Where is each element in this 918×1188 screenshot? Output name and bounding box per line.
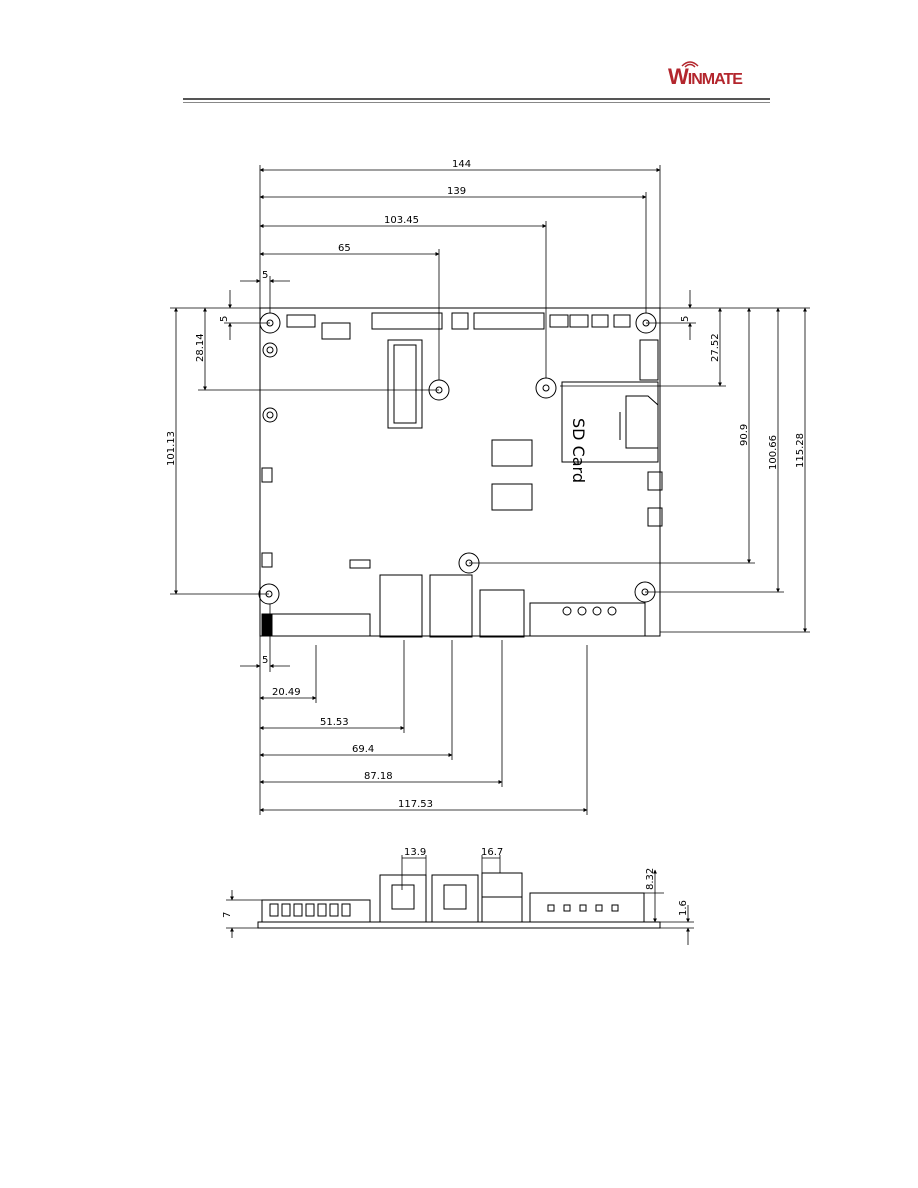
dim-144: 144 <box>452 159 471 170</box>
dim-103-45: 103.45 <box>384 215 419 226</box>
dim-20-49: 20.49 <box>272 687 301 698</box>
dim-7: 7 <box>222 912 233 918</box>
dim-65: 65 <box>338 243 351 254</box>
dim-101-13: 101.13 <box>166 431 177 466</box>
dim-28-14: 28.14 <box>195 333 206 362</box>
dim-5-bottom: 5 <box>262 655 268 666</box>
board-outline <box>259 307 661 637</box>
dim-5-left: 5 <box>219 316 230 322</box>
dim-117-53: 117.53 <box>398 799 433 810</box>
dim-51-53: 51.53 <box>320 717 349 728</box>
dim-69-4: 69.4 <box>352 744 374 755</box>
mounting-holes <box>258 312 657 605</box>
dim-5-right: 5 <box>680 316 691 322</box>
dimension-labels: 144 139 103.45 65 5 5 20.49 51.53 69.4 8… <box>166 159 806 918</box>
chip-blocks <box>491 439 533 511</box>
wireless-icon <box>681 61 699 68</box>
dim-13-9: 13.9 <box>404 847 426 858</box>
dim-8-32: 8.32 <box>645 868 656 890</box>
sd-card-slot <box>561 381 659 463</box>
winmate-logo: WINMATE <box>668 58 768 94</box>
dim-87-18: 87.18 <box>364 771 393 782</box>
dimension-lines <box>170 165 810 815</box>
dim-100-66: 100.66 <box>768 435 779 470</box>
dim-5-top: 5 <box>262 270 268 281</box>
dim-1-6: 1.6 <box>678 900 689 916</box>
top-connectors <box>286 312 659 429</box>
dim-27-52: 27.52 <box>710 333 721 362</box>
dim-90-9: 90.9 <box>739 424 750 446</box>
dim-115-28: 115.28 <box>795 433 806 468</box>
dim-139: 139 <box>447 186 466 197</box>
bottom-io <box>261 574 646 638</box>
side-connectors <box>261 467 663 569</box>
side-view <box>257 872 661 929</box>
dim-16-7: 16.7 <box>481 847 503 858</box>
side-dimension-lines <box>226 855 694 945</box>
header-rule <box>183 98 770 103</box>
logo-wordmark: WINMATE <box>668 64 743 89</box>
sd-card-label: SD Card <box>569 418 588 483</box>
